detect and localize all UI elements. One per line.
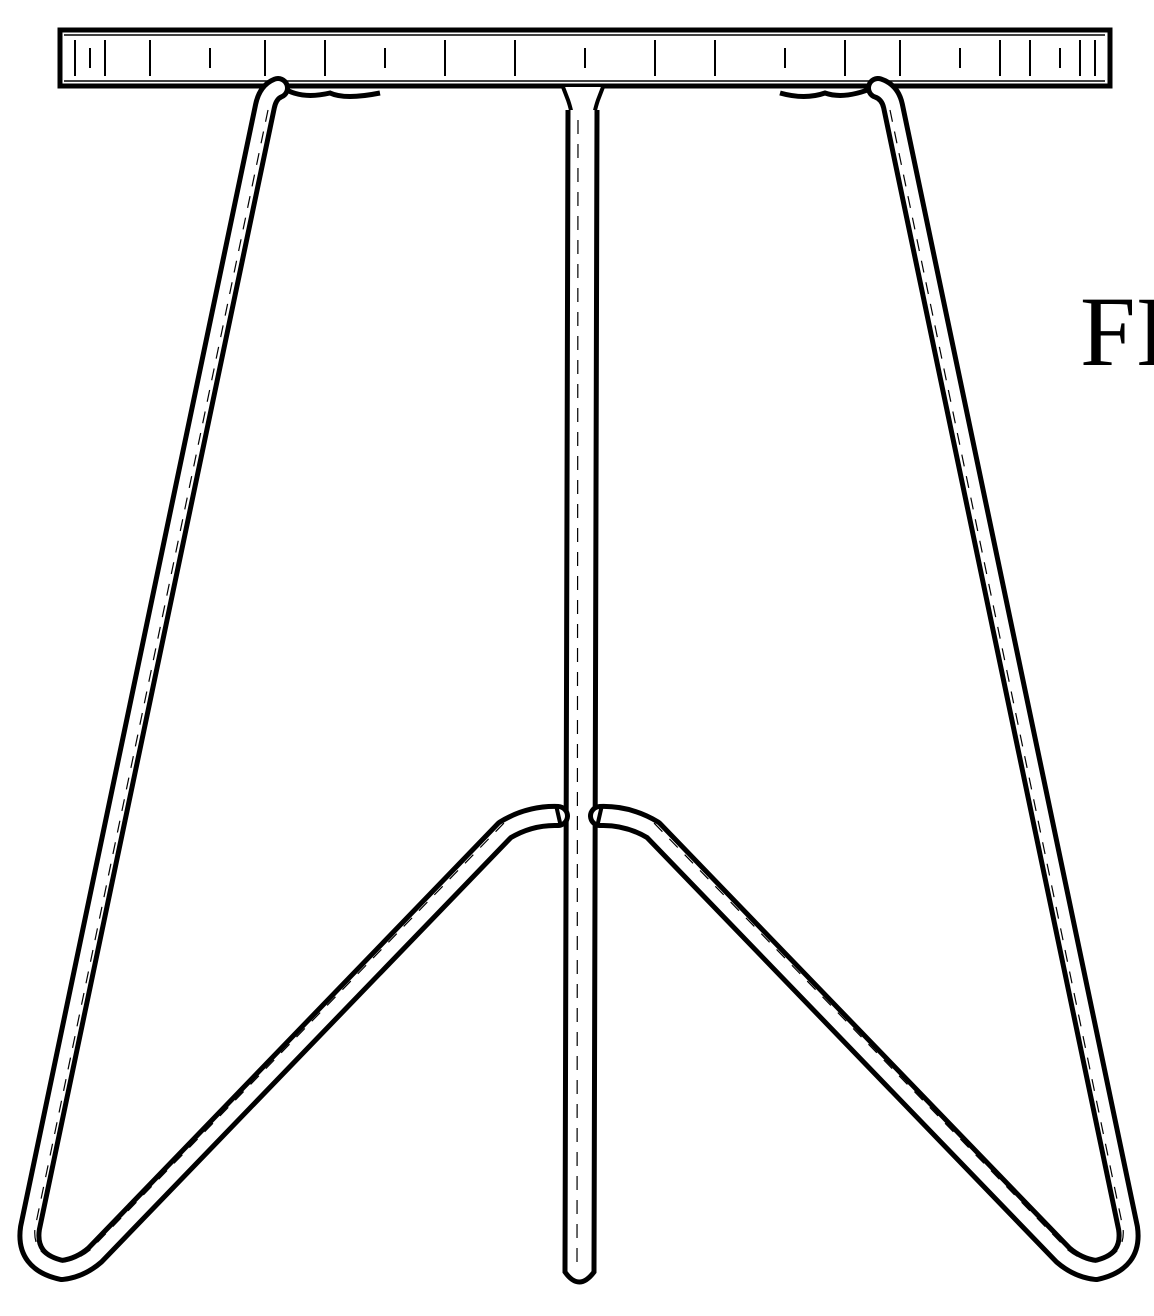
center-rod (565, 110, 597, 1282)
right-wire-leg (597, 88, 1129, 1270)
seat-top (60, 30, 1110, 118)
figure-label: FI (1080, 282, 1154, 382)
left-wire-leg (29, 88, 561, 1270)
